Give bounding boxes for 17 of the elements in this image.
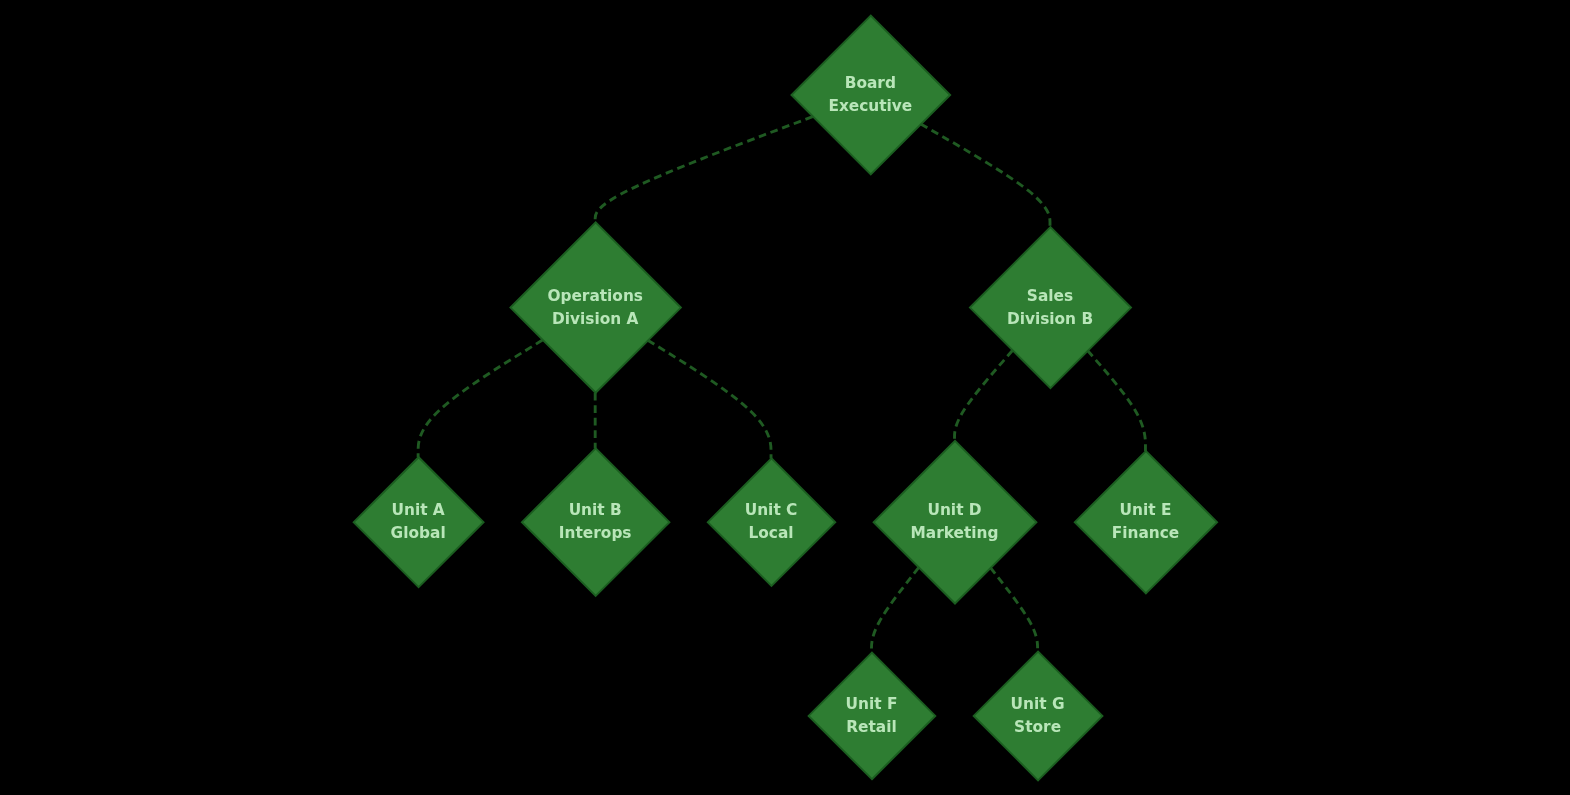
node-diamond: Sales Division B xyxy=(968,225,1132,389)
node-diamond: Unit B Interops xyxy=(520,446,671,597)
node-diamond: Board Executive xyxy=(789,13,952,176)
node-diamond: Unit C Local xyxy=(706,456,837,587)
node-diamond: Unit G Store xyxy=(971,649,1104,782)
connector xyxy=(952,349,1014,441)
node-diamond: Unit A Global xyxy=(351,455,485,588)
connector xyxy=(919,122,1052,227)
node-diamond: Operations Division A xyxy=(508,220,682,394)
node-diamond: Unit D Marketing xyxy=(871,438,1038,605)
node-diamond: Unit F Retail xyxy=(806,650,937,781)
connector xyxy=(416,338,543,457)
node-diamond: Unit E Finance xyxy=(1073,449,1219,595)
connector xyxy=(593,114,813,222)
connector xyxy=(646,338,773,458)
connector xyxy=(593,392,597,448)
connector xyxy=(1086,349,1147,451)
